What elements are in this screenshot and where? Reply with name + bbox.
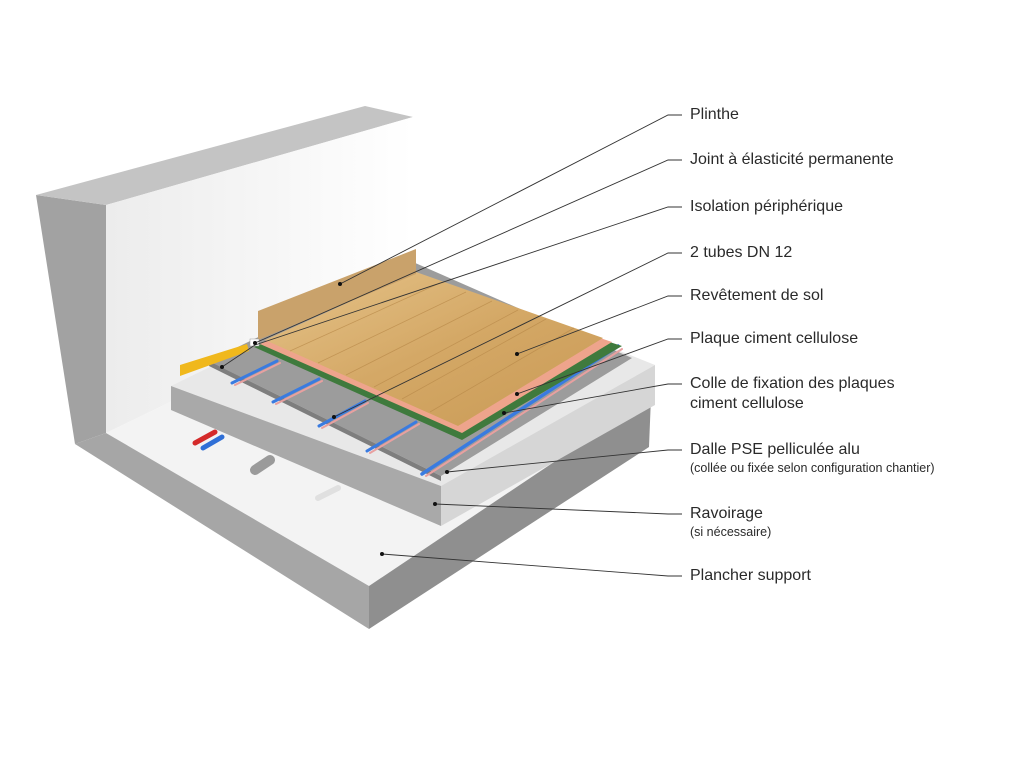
conduits: [192, 429, 341, 501]
pse-edge: [209, 361, 441, 481]
ravoirage-front: [171, 386, 441, 526]
wall-top: [36, 106, 413, 205]
label-tubes: 2 tubes DN 12: [690, 244, 793, 261]
wood-planks: [289, 282, 575, 413]
label-dalle-sub: (collée ou fixée selon configuration cha…: [690, 461, 935, 475]
label-ravoirage: Ravoirage (si nécessaire): [690, 504, 771, 540]
slab-front-face: [75, 433, 369, 629]
label-joint: Joint à élasticité permanente: [690, 151, 894, 168]
leader-lines: [221, 114, 682, 577]
label-ravoirage-sub: (si nécessaire): [690, 525, 772, 539]
label-dalle-title: Dalle PSE pelliculée alu: [690, 441, 860, 458]
label-revetement: Revêtement de sol: [690, 287, 824, 304]
label-ravoirage-title: Ravoirage: [690, 505, 763, 522]
label-plaque: Plaque ciment cellulose: [690, 330, 859, 347]
label-isolation: Isolation périphérique: [690, 198, 843, 215]
leader-dots: [220, 282, 519, 556]
ravoirage-right: [441, 365, 655, 526]
label-plancher: Plancher support: [690, 567, 811, 584]
skirting-board: [258, 249, 416, 340]
label-colle-line1: Colle de fixation des plaques: [690, 375, 895, 392]
label-plinthe: Plinthe: [690, 106, 739, 123]
wall-left-face: [36, 195, 106, 444]
peripheral-insulation: [180, 344, 249, 376]
slab-right-face: [369, 397, 651, 629]
label-colle-line2: ciment cellulose: [690, 395, 804, 412]
wall-inner-face: [106, 117, 413, 433]
wood-flooring: [265, 272, 603, 426]
label-colle: Colle de fixation des plaques ciment cel…: [690, 374, 895, 414]
label-dalle: Dalle PSE pelliculée alu (collée ou fixé…: [690, 440, 935, 476]
